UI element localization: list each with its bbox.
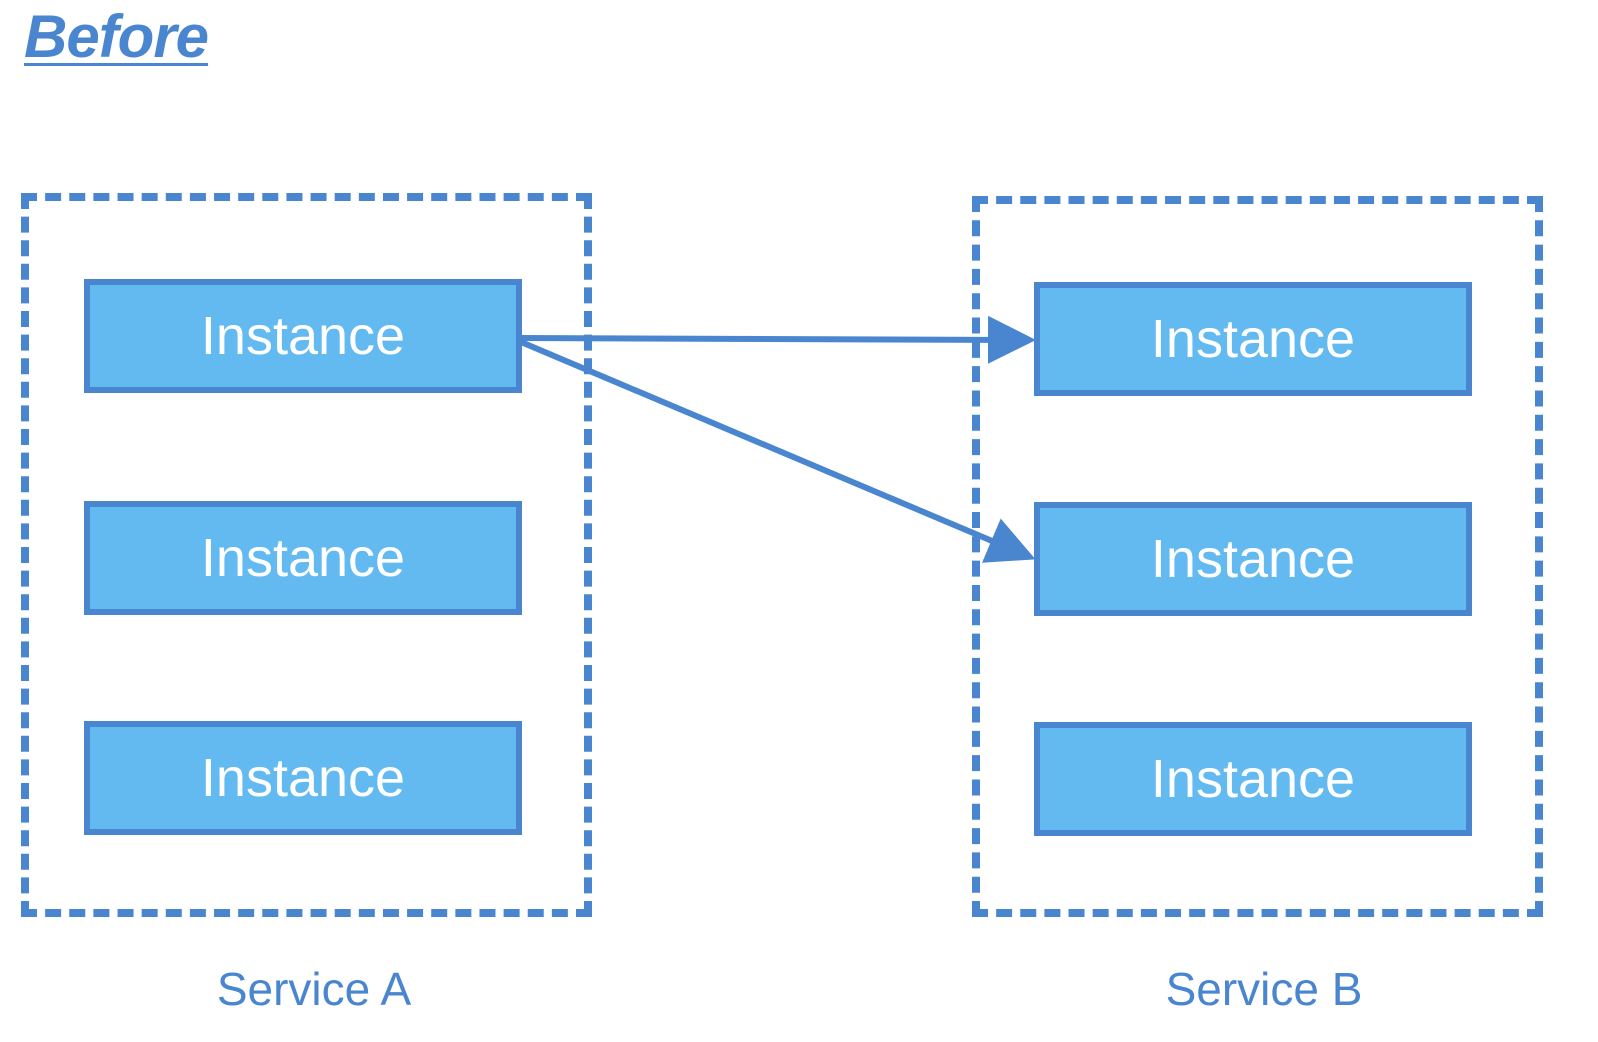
instance-label: Instance	[200, 528, 406, 588]
service-a-instance-2: Instance	[84, 501, 522, 615]
service-a-instance-3: Instance	[84, 721, 522, 835]
instance-label: Instance	[200, 306, 406, 366]
service-b-boundary	[972, 196, 1543, 917]
instance-label: Instance	[200, 748, 406, 808]
arrow-a1-to-b2	[519, 339, 1036, 563]
service-b-instance-2: Instance	[1034, 502, 1472, 616]
service-b-instance-1: Instance	[1034, 282, 1472, 396]
diagram-heading: Before	[24, 3, 209, 70]
service-b-label: Service B	[1165, 963, 1363, 1015]
service-b-instance-3: Instance	[1034, 722, 1472, 836]
instance-label: Instance	[1150, 309, 1356, 369]
service-a-instance-1: Instance	[84, 279, 522, 393]
service-a-boundary	[21, 193, 592, 917]
instance-label: Instance	[1150, 749, 1356, 809]
arrow-a1-to-b1	[520, 315, 1036, 364]
instance-label: Instance	[1150, 529, 1356, 589]
service-a-label: Service A	[216, 963, 412, 1015]
